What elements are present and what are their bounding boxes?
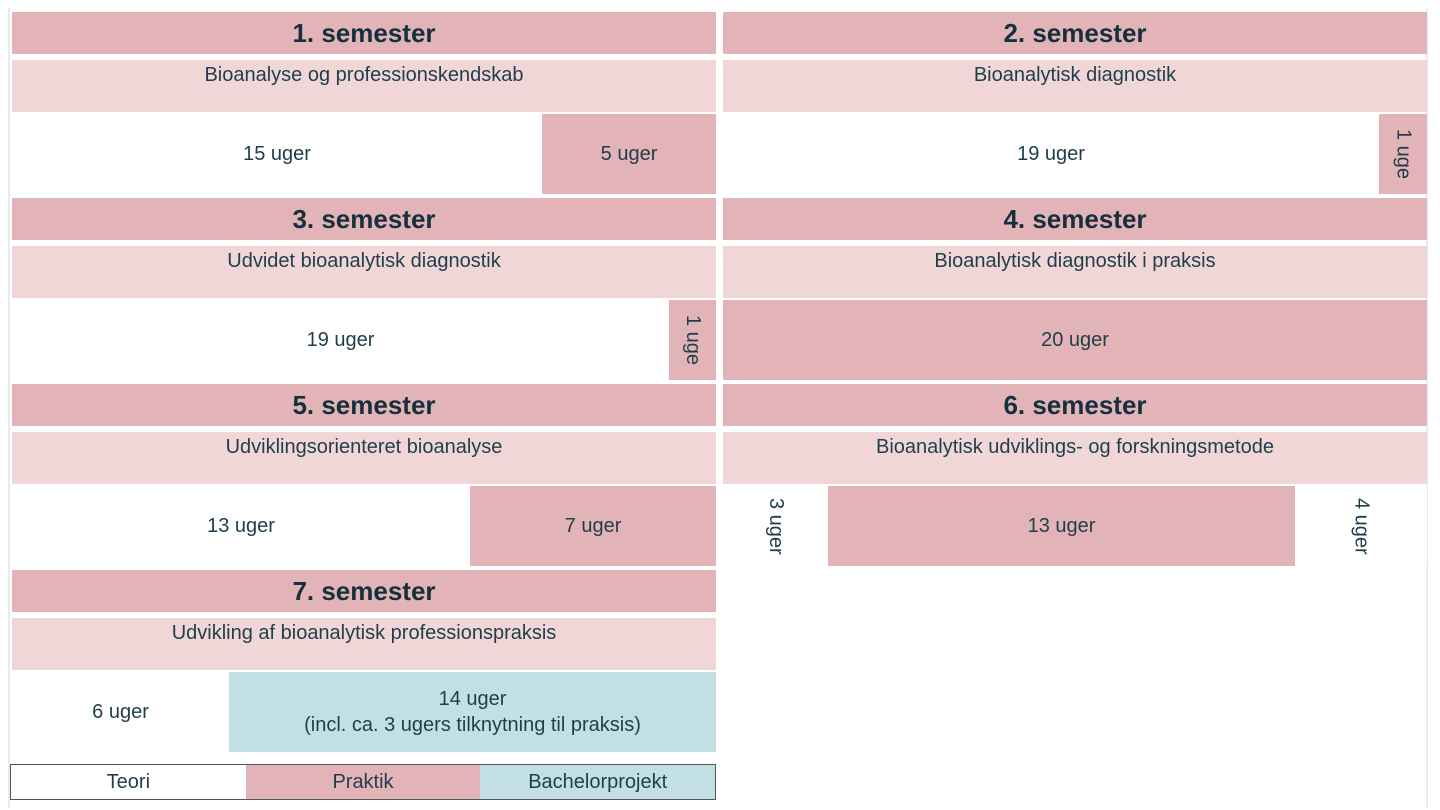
semester-3-title: 3. semester: [12, 198, 716, 240]
semester-7-subtitle: Udvikling af bioanalytisk professionspra…: [12, 618, 716, 670]
semester-1-subtitle: Bioanalyse og professionskendskab: [12, 60, 716, 112]
semester-2-weeks: 19 uger 1 uge: [723, 114, 1427, 194]
semester-7-bachelorprojekt-segment: 14 uger (incl. ca. 3 ugers tilknytning t…: [229, 672, 716, 752]
legend-praktik: Praktik: [245, 765, 481, 799]
semester-1-teori-segment: 15 uger: [12, 114, 542, 194]
semester-1-praktik-segment: 5 uger: [542, 114, 716, 194]
semester-7-title: 7. semester: [12, 570, 716, 612]
semester-1-weeks: 15 uger 5 uger: [12, 114, 716, 194]
semester-5-weeks: 13 uger 7 uger: [12, 486, 716, 566]
semester-2-title: 2. semester: [723, 12, 1427, 54]
semester-3-teori-segment: 19 uger: [12, 300, 669, 380]
semester-3-praktik-segment: 1 uge: [669, 300, 716, 380]
semester-4-praktik-segment: 20 uger: [723, 300, 1427, 380]
diagram-frame: [8, 8, 1428, 808]
semester-7-teori-segment: 6 uger: [12, 672, 229, 752]
semester-2-teori-segment: 19 uger: [723, 114, 1379, 194]
semester-5-title: 5. semester: [12, 384, 716, 426]
semester-3-weeks: 19 uger 1 uge: [12, 300, 716, 380]
legend-bachelorprojekt: Bachelorprojekt: [480, 765, 716, 799]
semester-5-praktik-segment: 7 uger: [470, 486, 716, 566]
bachelorprojekt-weeks: 14 uger: [438, 688, 507, 710]
semester-2-praktik-segment: 1 uge: [1379, 114, 1427, 194]
bachelorprojekt-note: (incl. ca. 3 ugers tilknytning til praks…: [304, 714, 641, 736]
semester-4-subtitle: Bioanalytisk diagnostik i praksis: [723, 246, 1427, 298]
legend: Teori Praktik Bachelorprojekt: [10, 764, 716, 800]
semester-5-subtitle: Udviklingsorienteret bioanalyse: [12, 432, 716, 484]
semester-4-weeks: 20 uger: [723, 300, 1427, 380]
semester-3-subtitle: Udvidet bioanalytisk diagnostik: [12, 246, 716, 298]
semester-4-title: 4. semester: [723, 198, 1427, 240]
semester-6-praktik-segment: 13 uger: [828, 486, 1295, 566]
semester-1-title: 1. semester: [12, 12, 716, 54]
legend-teori: Teori: [11, 765, 246, 799]
semester-6-subtitle: Bioanalytisk udviklings- og forskningsme…: [723, 432, 1427, 484]
semester-6-teori-segment-start: 3 uger: [723, 486, 828, 566]
semester-6-teori-segment-end: 4 uger: [1295, 486, 1427, 566]
semester-7-weeks: 6 uger 14 uger (incl. ca. 3 ugers tilkny…: [12, 672, 716, 752]
semester-6-weeks: 3 uger 13 uger 4 uger: [723, 486, 1427, 566]
semester-6-title: 6. semester: [723, 384, 1427, 426]
semester-5-teori-segment: 13 uger: [12, 486, 470, 566]
semester-2-subtitle: Bioanalytisk diagnostik: [723, 60, 1427, 112]
